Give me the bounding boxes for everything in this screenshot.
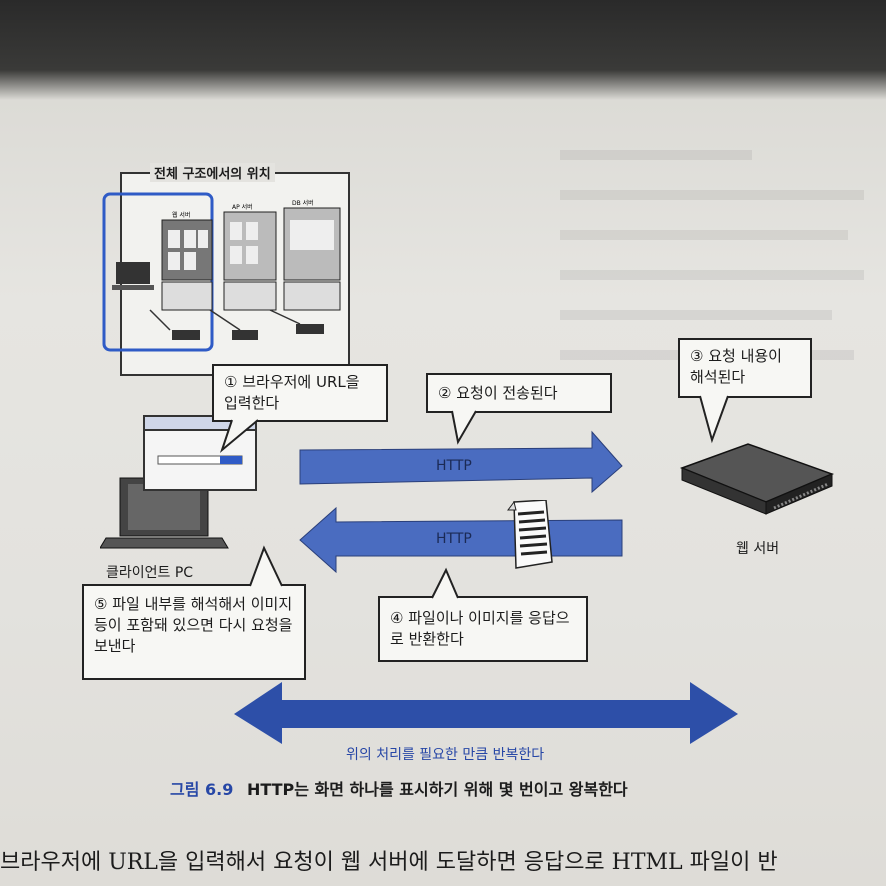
bubble-step5: ⑤ 파일 내부를 해석해서 이미지 등이 포함돼 있으면 다시 요청을 보낸다 (82, 584, 306, 680)
bubble-step1-text: ① 브라우저에 URL을 입력한다 (224, 373, 360, 412)
repeat-double-arrow (234, 682, 738, 744)
web-server-label: 웹 서버 (736, 541, 780, 557)
bubble-step4-text: ④ 파일이나 이미지를 응답으로 반환한다 (390, 609, 570, 648)
overview-db-server-column (283, 207, 341, 334)
overview-web-server-column (161, 219, 213, 340)
bubble-step3: ③ 요청 내용이 해석된다 (678, 338, 812, 398)
bubble-step4: ④ 파일이나 이미지를 응답으로 반환한다 (378, 596, 588, 662)
overview-label-web: 웹 서버 (172, 211, 190, 219)
figure-caption-text: HTTP는 화면 하나를 표시하기 위해 몇 번이고 왕복한다 (246, 780, 628, 799)
document-icon (507, 500, 553, 569)
bubble-step1: ① 브라우저에 URL을 입력한다 (212, 364, 388, 422)
figure-caption: 그림 6.9 HTTP는 화면 하나를 표시하기 위해 몇 번이고 왕복한다 (170, 776, 628, 800)
request-arrow (299, 430, 623, 494)
overview-ap-server-column (223, 211, 277, 340)
web-server-illustration (679, 443, 835, 515)
overview-label-db: DB 서버 (292, 199, 314, 207)
bubble-step3-text: ③ 요청 내용이 해석된다 (690, 347, 782, 386)
overview-title: 전체 구조에서의 위치 (150, 163, 275, 182)
bubble-step2-text: ② 요청이 전송된다 (438, 384, 558, 402)
overview-laptop-icon (116, 262, 150, 284)
client-pc-label: 클라이언트 PC (106, 565, 194, 581)
body-text: 브라우저에 URL을 입력해서 요청이 웹 서버에 도달하면 응답으로 HTML… (0, 850, 778, 875)
bubble-step5-text: ⑤ 파일 내부를 해석해서 이미지 등이 포함돼 있으면 다시 요청을 보낸다 (94, 595, 293, 655)
overview-label-ap: AP 서버 (232, 203, 253, 211)
overview-illustration: 웹 서버 AP 서버 DB 서버 (102, 192, 341, 352)
request-arrow-label: HTTP (436, 458, 472, 474)
bubble-step2: ② 요청이 전송된다 (426, 373, 612, 413)
figure-number: 그림 6.9 (170, 780, 234, 799)
repeat-label: 위의 처리를 필요한 만큼 반복한다 (346, 747, 545, 763)
client-pc-illustration (100, 415, 257, 549)
response-arrow-label: HTTP (436, 531, 472, 547)
